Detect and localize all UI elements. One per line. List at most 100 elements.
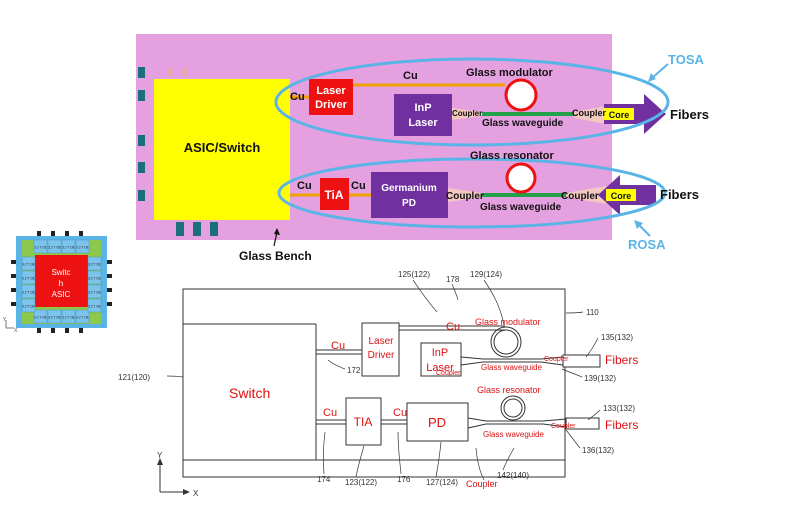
oe-tile [61,239,76,254]
coupler-label-rosa-left: Coupler [446,191,484,202]
bench-pad [138,90,145,101]
core-label-tosa: Core [609,110,630,120]
glass-modulator-ring-inner [493,329,519,355]
leader-lines [166,279,601,481]
chip-pin [11,302,16,306]
coupler-text-lower-right: Coupler [551,423,576,430]
laser-driver-box-label-1: Laser [368,336,394,347]
glass-waveguide-label-tosa: Glass waveguide [482,118,564,129]
lower-fiber [565,417,600,430]
ref-125: 125(122) [398,270,430,279]
cu-label-rosa-mid: Cu [351,180,366,192]
glass-modulator-label: Glass modulator [466,67,554,79]
oe-tile [75,239,90,254]
coupler-text-upper-left: Coupler [436,370,461,377]
asic-switch-block [154,79,290,220]
tosa-pointer [651,63,669,79]
coupler-label-tosa-left: Coupler [452,109,482,118]
bench-pad [193,222,201,236]
ref-178: 178 [446,275,460,284]
rosa-label: ROSA [628,237,666,252]
oe-tile [33,309,48,324]
glass-modulator-ring [504,78,538,112]
oe-tile [75,309,90,324]
oe-tile-label: 3.2 T OE [48,246,61,250]
upper-fiber [562,354,601,368]
chip-pin [11,274,16,278]
ref-136: 136(132) [582,446,614,455]
cu-label-tosa-top: Cu [403,70,418,82]
tosa-oval [274,57,670,147]
chip-pin [37,231,41,236]
ref-176: 176 [397,475,411,484]
ref-123: 123(122) [345,478,377,487]
coupler-taper [452,108,482,120]
oe-tile-label: 3.2 T OE [62,316,75,320]
glass-modulator-text: Glass modulator [475,317,541,327]
oe-tile [21,256,36,271]
inp-laser-block [394,94,452,136]
ref-172: 172 [347,366,361,375]
glass-resonator-ring [505,162,537,194]
glass-resonator-label: Glass resonator [470,150,554,162]
laser-driver-block [309,79,353,115]
chip-axis-y: Y [3,317,7,323]
core-box-rosa [606,189,636,201]
oe-tile [87,256,102,271]
chip-pin [107,288,112,292]
rosa-pointer-head [634,220,643,229]
chip-asic-core [35,255,88,307]
housing-outline [182,288,566,478]
chip-pin [11,288,16,292]
tosa-pointer-head [648,73,656,82]
tosa-fiber-arrow [604,94,666,134]
fibers-text-lower: Fibers [605,418,638,432]
chip-oe-tiles: 3.2 T OE3.2 T OE3.2 T OE3.2 T OE3.2 T OE… [21,239,102,324]
laser-driver-box-label-2: Driver [368,350,395,361]
ref-110: 110 [586,308,599,317]
glass-waveguide-label-rosa: Glass waveguide [480,202,562,213]
bench-pad [138,190,145,201]
cu-label-4: Cu [393,407,407,419]
coupler-text-upper-right: Coupler [544,356,569,363]
chip-pin [65,328,69,333]
laser-driver-box [361,322,400,377]
inp-laser-label-2: Laser [408,117,438,129]
chip-pins [11,231,112,333]
bottom-panel: Switch Laser Driver InP Laser TIA PD Cu [118,270,638,498]
oe-tile [87,270,102,285]
oe-tile [87,298,102,313]
oe-tile [87,284,102,299]
ref-129: 129(124) [470,270,502,279]
oe-tile-label: 3.2 T OE [88,263,101,267]
germanium-pd-label-1: Germanium [381,183,437,194]
oe-tile [61,309,76,324]
top-panel: ASIC/Switch Laser Driver InP Laser Core … [136,34,709,263]
oe-tile [21,284,36,299]
axis-y-label: Y [157,451,163,460]
chip-asic-label-1: Switc [51,268,70,277]
axis-x-label: X [193,489,199,498]
chip-pin [11,260,16,264]
glass-modulator-ring-outline [490,326,522,358]
ref-133: 133(132) [603,404,635,413]
glass-resonator-ring-inner [503,398,523,418]
oe-tile-label: 3.2 T OE [22,263,35,267]
oe-tile-label: 3.2 T OE [22,277,35,281]
bench-pad [138,135,145,146]
coupler-label-tosa-right: Coupler [572,108,606,118]
glass-waveguide-text-upper: Glass waveguide [481,363,542,372]
cu-label-tosa-left: Cu [290,91,305,103]
oe-tile-label: 3.2 T OE [88,305,101,309]
oe-tile-label: 3.2 T OE [34,246,47,250]
chip-pin [107,274,112,278]
coupler-taper [574,106,606,124]
chip-pin [51,231,55,236]
chip-asic-label-3: ASIC [52,290,71,299]
fibers-label-rosa: Fibers [660,187,699,202]
glass-bench-pointer-head [274,228,280,235]
tia-box [345,397,382,446]
chip-pin [79,328,83,333]
germanium-pd-label-2: PD [402,198,416,209]
